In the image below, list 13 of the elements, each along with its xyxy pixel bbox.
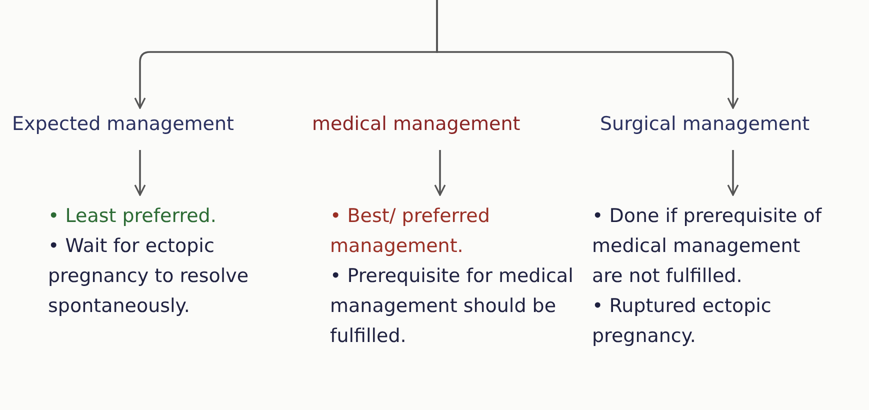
bullet-point: • Done if prerequisite of medical management are not fulfilled. [592,204,823,289]
arrow [434,150,446,196]
arrow [134,150,146,196]
bullet-point: • Least preferred. [48,204,218,229]
bullet-point: • Ruptured ectopic pregnancy. [592,294,772,349]
bullet-point: • Best/ preferred management. [330,204,491,259]
category-heading: medical management [312,112,520,136]
category-heading: Surgical management [600,112,810,136]
arrow [727,150,739,196]
bullet-point: • Prerequisite for medical management should be fulfilled. [330,264,574,349]
arrow [436,0,739,109]
bullet-point: • Wait for ectopic pregnancy to resolve spontaneously. [48,234,250,319]
category-heading: Expected management [12,112,234,136]
